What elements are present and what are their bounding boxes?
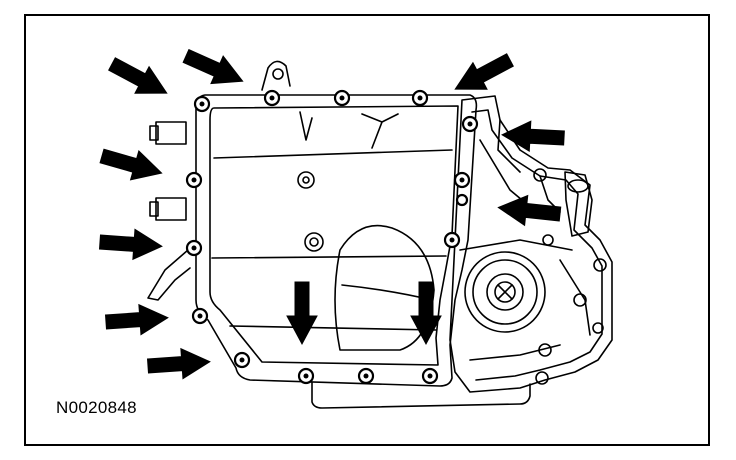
electrical-connector-upper: [155, 121, 187, 145]
callout-arrow-icon: [286, 281, 318, 345]
output-shaft-seal-outer: [464, 251, 546, 333]
callout-arrow-icon: [496, 192, 563, 230]
bolt-head-dot: [417, 95, 423, 101]
output-shaft-seal-ring: [472, 259, 538, 325]
case-bolt: [538, 343, 552, 357]
callout-arrow-icon: [104, 302, 170, 338]
case-inner-line: [471, 109, 603, 381]
bolt-head-dot: [449, 237, 455, 243]
bolt-head-dot: [467, 121, 473, 127]
case-rib-4: [459, 239, 573, 251]
oil-pan-body: [209, 105, 459, 366]
bolt-head-dot: [459, 177, 465, 183]
case-bolt: [593, 258, 607, 272]
pan-bolt: [455, 193, 469, 207]
output-shaft-hub: [494, 281, 516, 303]
pan-stamp-mark: [361, 113, 399, 149]
pan-center-boss-inner: [302, 176, 310, 184]
callout-arrow-icon: [104, 50, 175, 107]
electrical-connector-lower: [155, 197, 187, 221]
callout-arrow-icon: [146, 346, 212, 382]
bolt-head-dot: [339, 95, 345, 101]
case-rib-5: [559, 259, 591, 336]
transaxle-case-outline: [449, 95, 613, 393]
case-bolt: [573, 293, 587, 307]
pan-bottom-ridge: [229, 325, 437, 331]
pan-center-boss-inner: [309, 237, 319, 247]
filter-dome: [334, 224, 435, 351]
case-bolt: [592, 322, 604, 334]
case-rib-6: [469, 344, 561, 361]
case-bolt: [533, 168, 547, 182]
output-shaft-seal-inner: [486, 273, 524, 311]
pan-lower-step: [211, 255, 447, 259]
bolt-head-dot: [199, 101, 205, 107]
bolt-head-dot: [363, 373, 369, 379]
sensor-end: [567, 179, 589, 193]
connector-pin: [149, 125, 159, 141]
callout-arrow-icon: [500, 119, 566, 154]
case-bolt: [542, 234, 554, 246]
pan-upper-step: [213, 149, 453, 159]
bolt-head-dot: [269, 95, 275, 101]
bolt-head-dot: [197, 313, 203, 319]
connector-pin: [149, 201, 159, 217]
pan-stamp-mark: [299, 111, 313, 141]
pan-bottom-tray: [311, 381, 531, 409]
case-rib-1: [497, 119, 521, 173]
callout-arrow-icon: [98, 226, 164, 262]
shaft-splines: [497, 284, 513, 300]
pan-center-boss: [297, 171, 315, 189]
figure-id-label: N0020848: [56, 398, 137, 417]
callout-arrow-icon: [97, 141, 167, 189]
tab-hole: [272, 68, 284, 80]
sensor-housing: [564, 171, 593, 237]
bolt-head-dot: [427, 373, 433, 379]
pan-center-boss: [304, 232, 324, 252]
bolt-head-dot: [239, 357, 245, 363]
left-bracket: [147, 249, 191, 301]
case-bolt: [535, 371, 549, 385]
oil-pan-flange: [195, 94, 478, 387]
callout-arrow-icon: [447, 46, 518, 103]
bolt-head-dot: [191, 177, 197, 183]
top-mounting-tab: [261, 60, 291, 91]
bolt-head-dot: [303, 373, 309, 379]
bolt-head-dot: [191, 245, 197, 251]
callout-arrow-icon: [179, 41, 250, 96]
